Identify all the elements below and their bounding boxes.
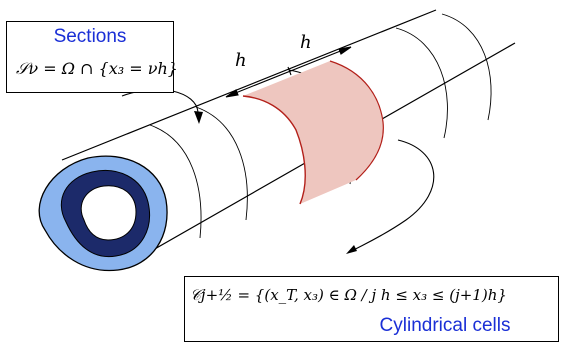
tube-hole bbox=[80, 185, 137, 241]
cells-formula: 𝒞j+½ = {(x_T, x₃) ∈ Ω / j h ≤ x₃ ≤ (j+1)… bbox=[190, 286, 507, 304]
sections-box: Sections 𝒮ν = Ω ∩ {x₃ = νh} bbox=[6, 21, 178, 93]
cell-front-edge bbox=[242, 95, 306, 205]
cells-title: Cylindrical cells bbox=[379, 315, 511, 336]
cylindrical-cell bbox=[243, 61, 384, 204]
spacing-arrows bbox=[225, 46, 352, 98]
spacing-label-h-left: h bbox=[235, 50, 247, 71]
cells-arrowhead bbox=[346, 245, 357, 254]
spacing-label-h-right: h bbox=[300, 32, 312, 53]
sections-formula: 𝒮ν = Ω ∩ {x₃ = νh} bbox=[16, 59, 178, 78]
cell-back-edge bbox=[329, 60, 384, 181]
sections-arrowhead bbox=[194, 111, 203, 124]
sections-title: Sections bbox=[53, 26, 127, 47]
pointer-arrows bbox=[121, 88, 435, 253]
cylindrical-cells-box: 𝒞j+½ = {(x_T, x₃) ∈ Ω / j h ≤ x₃ ≤ (j+1)… bbox=[184, 276, 559, 342]
